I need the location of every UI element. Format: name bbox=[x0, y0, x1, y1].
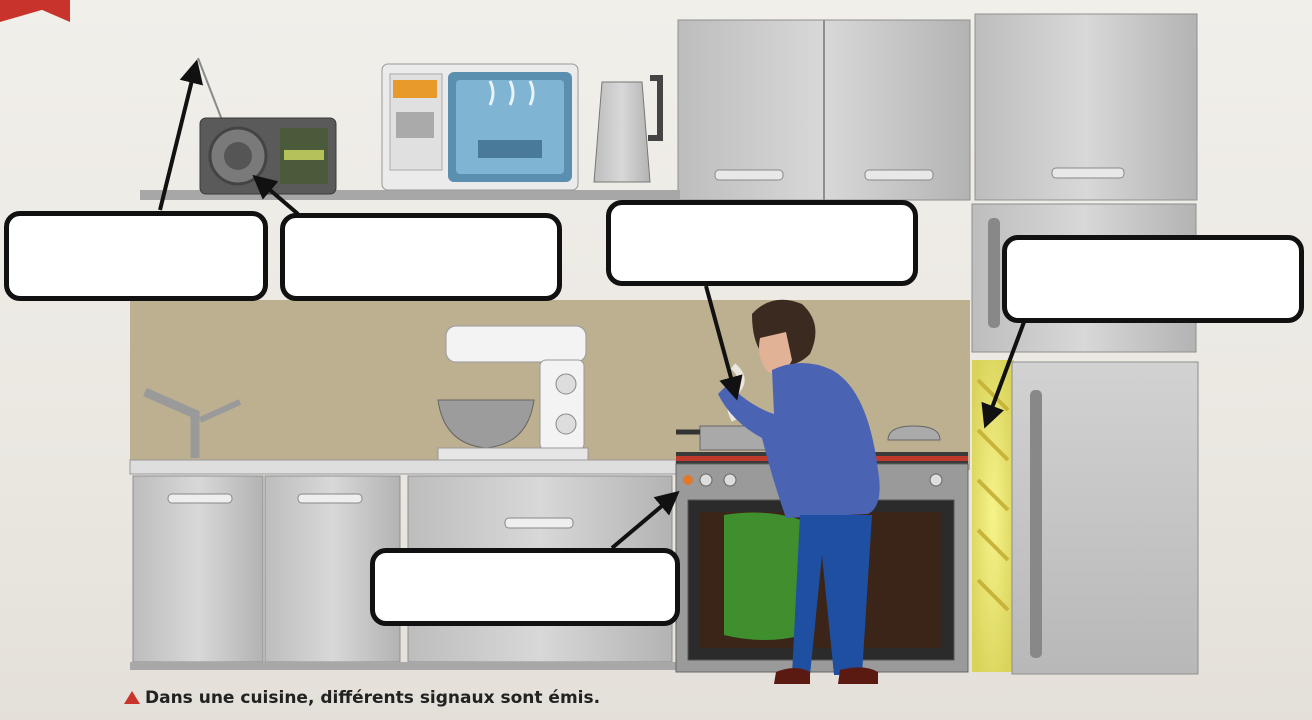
caption-text: Dans une cuisine, différents signaux son… bbox=[145, 688, 600, 708]
label-box-steam[interactable] bbox=[606, 200, 918, 286]
triangle-icon bbox=[124, 691, 140, 704]
upper-cabinets bbox=[678, 14, 1197, 200]
label-box-oven-indicator[interactable] bbox=[370, 548, 680, 626]
microwave bbox=[382, 64, 578, 190]
countertop bbox=[130, 460, 676, 474]
label-box-radio-speaker[interactable] bbox=[280, 213, 562, 301]
radio bbox=[198, 58, 336, 194]
figure-caption: Dans une cuisine, différents signaux son… bbox=[124, 688, 600, 708]
label-box-fridge-light[interactable] bbox=[1002, 235, 1304, 323]
label-box-radio-antenna[interactable] bbox=[4, 211, 268, 301]
kettle bbox=[594, 78, 660, 182]
